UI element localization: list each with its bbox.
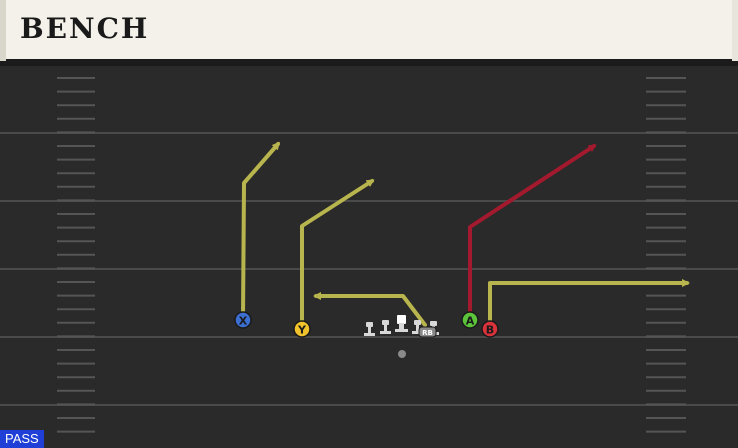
hash-marks [57, 77, 686, 433]
offensive-line [364, 315, 439, 336]
y-route [300, 179, 375, 330]
a-route [468, 144, 597, 320]
player-a[interactable]: A [461, 311, 479, 329]
player-rb-label: RB [422, 329, 433, 337]
player-a-circle [461, 311, 479, 329]
play-type-badge: PASS [0, 430, 44, 448]
player-y-label: Y [297, 324, 307, 337]
center-icon [395, 315, 408, 332]
player-x[interactable]: X [234, 311, 252, 329]
player-x-label: X [239, 315, 248, 328]
player-x-circle [234, 311, 252, 329]
header-edge [732, 0, 738, 61]
field-top-shadow [0, 61, 738, 66]
x-route [241, 141, 280, 320]
player-a-label: A [466, 315, 475, 328]
routes [241, 141, 690, 330]
player-b-label: B [486, 324, 494, 337]
b-route [488, 279, 690, 329]
lineman-icon [364, 322, 375, 336]
play-diagram: X Y A B RB [0, 61, 738, 448]
player-b-circle [481, 320, 499, 338]
header-accent [0, 0, 6, 61]
player-rb-badge [418, 326, 437, 338]
rb-route [313, 292, 427, 327]
player-b[interactable]: B [481, 320, 499, 338]
yard-lines [0, 132, 738, 406]
lineman-icon [380, 320, 391, 334]
player-y[interactable]: Y [293, 320, 311, 338]
play-name: BENCH [20, 12, 150, 45]
play-header: BENCH [0, 0, 738, 61]
qb-marker [398, 350, 406, 358]
field-surface [0, 61, 738, 448]
lineman-icon [412, 320, 423, 334]
player-rb[interactable]: RB [418, 326, 437, 338]
player-y-circle [293, 320, 311, 338]
